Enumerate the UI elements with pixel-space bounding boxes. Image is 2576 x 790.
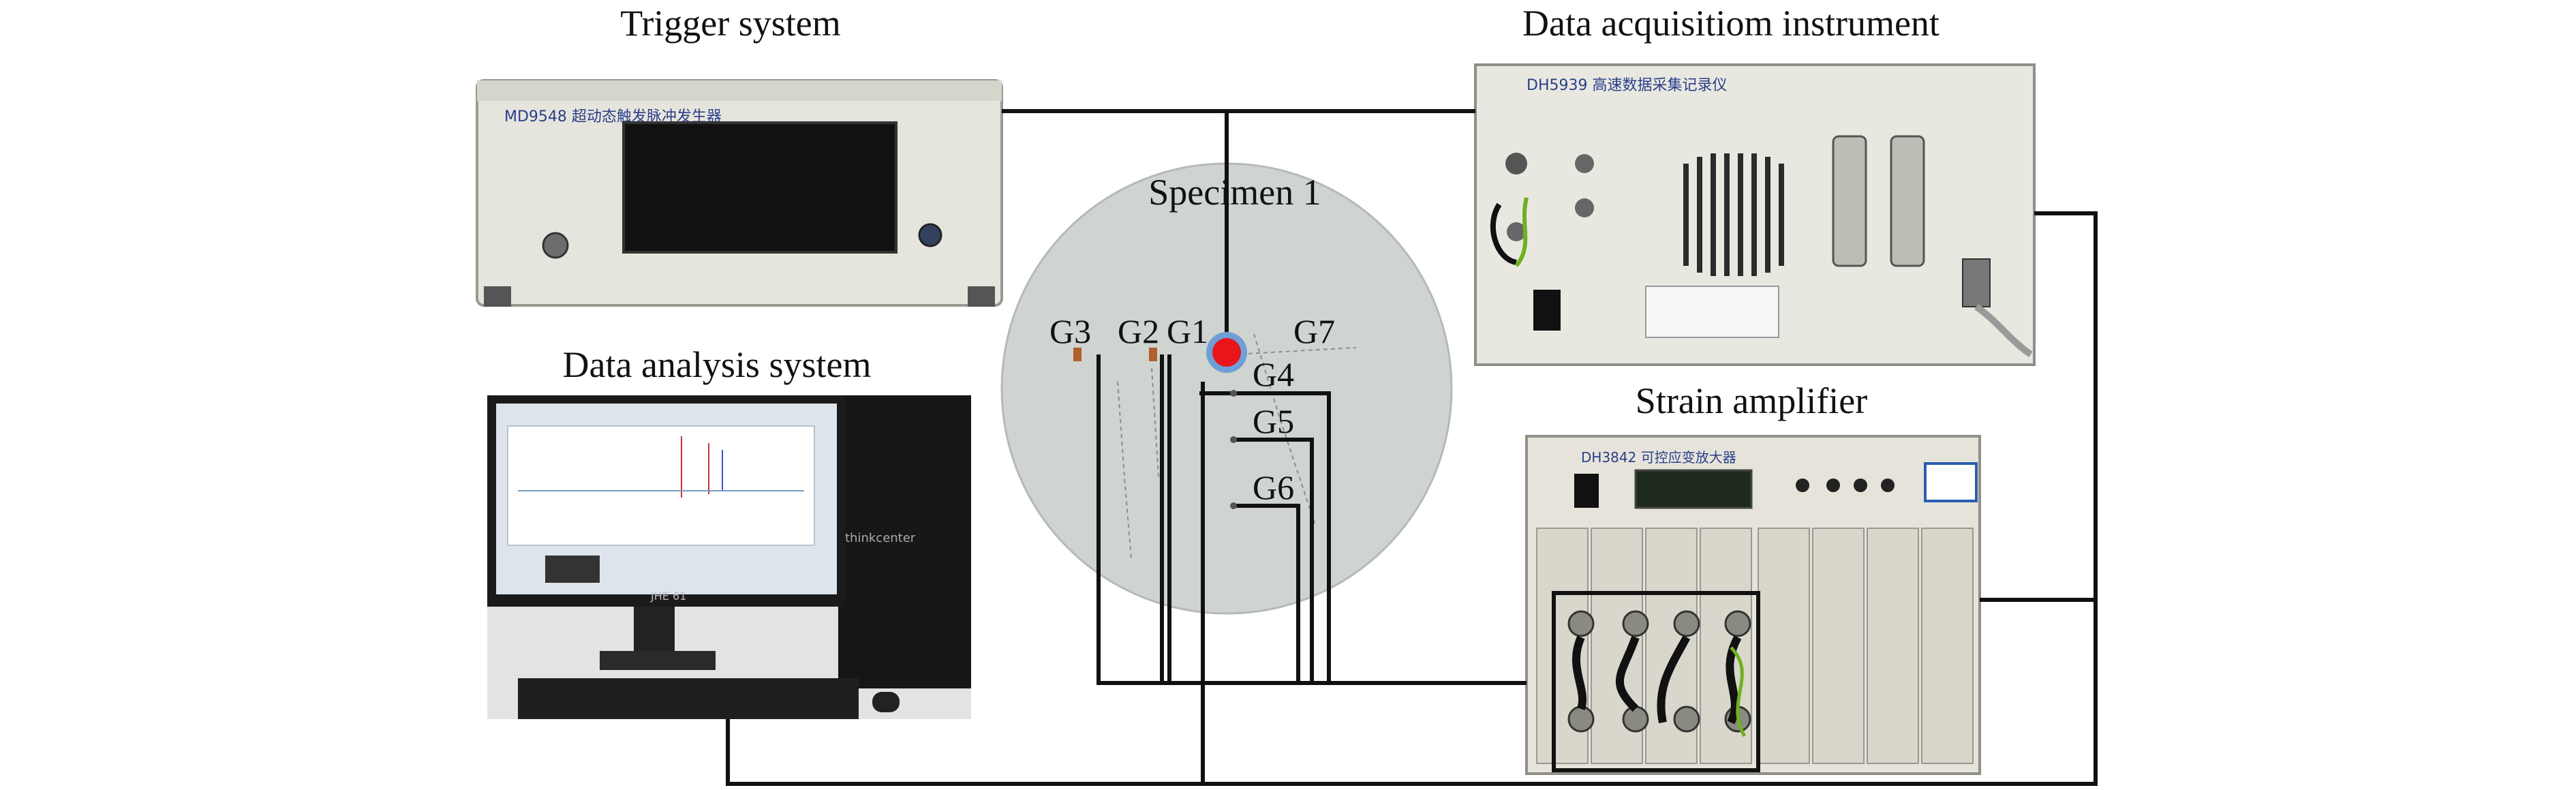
mouse — [872, 692, 900, 712]
acq-vent-grille — [1683, 153, 1784, 276]
trigger-screen — [622, 121, 898, 254]
label-gauge-g7: G7 — [1293, 312, 1335, 350]
gauge-g3-marker — [1073, 348, 1082, 361]
label-data-analysis-system: Data analysis system — [563, 344, 872, 385]
amp-channel-highlight-box — [1552, 591, 1760, 772]
wire-acquisition-to-analysis — [726, 211, 2098, 786]
trigger-system-device: MD9548 超动态触发脉冲发生器 — [476, 79, 1003, 307]
label-gauge-g3: G3 — [1049, 312, 1091, 350]
label-gauge-g4: G4 — [1253, 355, 1294, 393]
keyboard — [518, 678, 859, 719]
label-strain-amplifier: Strain amplifier — [1636, 380, 1867, 421]
wire-g5 — [1233, 438, 1314, 683]
acq-input-connector — [1505, 153, 1527, 174]
wire-g4 — [1199, 391, 1331, 683]
label-specimen: Specimen 1 — [1148, 172, 1321, 213]
amplifier-model-label: DH3842 可控应变放大器 — [1581, 449, 1736, 466]
strain-gauges — [1073, 332, 1247, 509]
strain-amplifier-device: DH3842 可控应变放大器 — [1525, 435, 1981, 775]
data-acquisition-device: DH5939 高速数据采集记录仪 — [1474, 63, 2036, 366]
label-trigger-system: Trigger system — [620, 3, 841, 44]
label-data-acquisition-instrument: Data acquisitiom instrument — [1522, 3, 1939, 44]
label-gauge-g1: G1 — [1167, 312, 1208, 350]
label-gauge-g2: G2 — [1118, 312, 1159, 350]
pc-brand-label: thinkcenter — [845, 531, 916, 545]
trigger-power-knob — [542, 232, 569, 259]
label-gauge-g5: G5 — [1253, 402, 1294, 440]
amp-sticker — [1924, 462, 1978, 502]
acquisition-model-label: DH5939 高速数据采集记录仪 — [1527, 77, 1727, 94]
trigger-button — [918, 223, 942, 247]
wire-g3 — [1097, 354, 1527, 685]
gauge-g2-marker — [1149, 348, 1157, 361]
wire-g6 — [1233, 504, 1300, 683]
label-gauge-g6: G6 — [1253, 468, 1294, 506]
acq-sticker — [1645, 286, 1779, 338]
connection-wires — [726, 109, 2098, 786]
amp-display — [1634, 469, 1753, 509]
acq-power-switch — [1533, 290, 1561, 331]
acq-db-connector-1 — [1832, 135, 1867, 267]
data-analysis-computer: thinkcenter JHE 61 — [487, 395, 971, 719]
acq-db-connector-2 — [1890, 135, 1925, 267]
monitor-brand-label: JHE 61 — [650, 590, 686, 603]
pc-tower — [838, 395, 971, 688]
amp-power-switch — [1574, 474, 1599, 508]
acq-usb-port — [1962, 258, 1991, 307]
impact-point-dot — [1212, 338, 1241, 367]
